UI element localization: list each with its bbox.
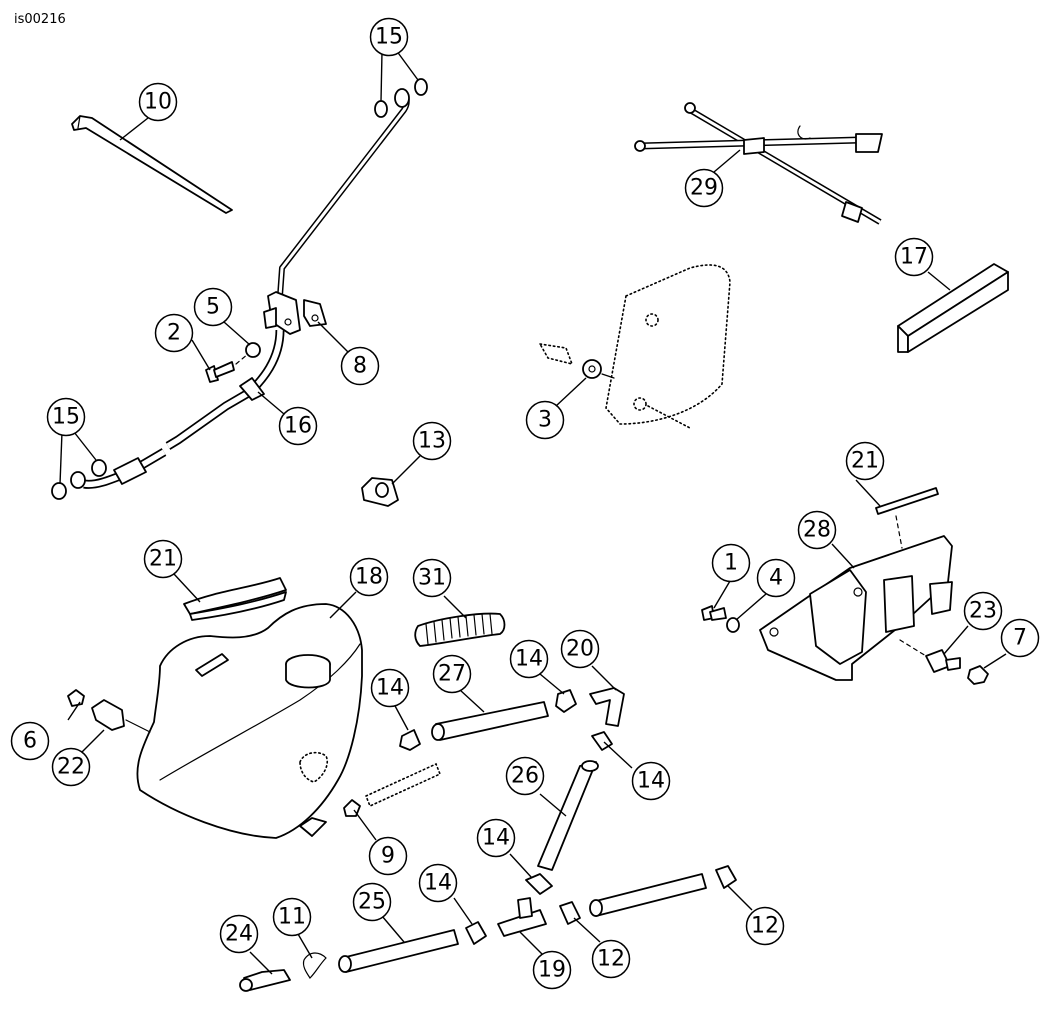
callout-label: 15 bbox=[375, 25, 403, 50]
callout-label: 17 bbox=[900, 245, 928, 270]
callout-label: 25 bbox=[358, 890, 386, 915]
fuel-pipe-assembly bbox=[51, 78, 428, 500]
callout-label: 14 bbox=[515, 647, 543, 672]
callout-label: 16 bbox=[284, 414, 312, 439]
callout-label: 8 bbox=[353, 354, 367, 379]
lower-hose-assembly bbox=[239, 865, 737, 992]
panel-outline-part bbox=[538, 264, 731, 429]
clip-part bbox=[361, 477, 399, 507]
callout-label: 21 bbox=[149, 547, 177, 572]
callout-label: 12 bbox=[751, 914, 779, 939]
callout-label: 11 bbox=[278, 905, 306, 930]
callout-label: 6 bbox=[23, 729, 37, 754]
callout-label: 26 bbox=[511, 764, 539, 789]
callout-label: 22 bbox=[57, 755, 85, 780]
callout-label: 1 bbox=[724, 551, 738, 576]
callout-label: 10 bbox=[144, 90, 172, 115]
callout-label: 14 bbox=[424, 871, 452, 896]
mounting-bracket-assembly bbox=[701, 487, 989, 685]
callout-label: 24 bbox=[225, 922, 253, 947]
callout-label: 20 bbox=[566, 637, 594, 662]
figure-id: is00216 bbox=[14, 12, 66, 27]
callout-label: 29 bbox=[690, 176, 718, 201]
callout-label: 14 bbox=[637, 769, 665, 794]
callout-label: 15 bbox=[52, 405, 80, 430]
callout-label: 4 bbox=[769, 566, 783, 591]
callout-label: 7 bbox=[1013, 626, 1027, 651]
callout-label: 31 bbox=[418, 566, 446, 591]
callout-label: 21 bbox=[851, 449, 879, 474]
cable-tie-part bbox=[71, 115, 233, 214]
callout-label: 5 bbox=[206, 295, 220, 320]
leader-lines bbox=[59, 49, 1007, 975]
callout-label: 14 bbox=[482, 826, 510, 851]
callout-label: 18 bbox=[355, 565, 383, 590]
foam-block-part bbox=[897, 263, 1009, 353]
callout-label: 14 bbox=[376, 676, 404, 701]
callout-label: 12 bbox=[597, 947, 625, 972]
callout-group: 15 10 29 17 5 2 8 16 15 3 13 21 28 1 4 2… bbox=[10, 17, 1040, 990]
throttle-cable-assembly bbox=[634, 102, 883, 225]
callout-label: 2 bbox=[167, 321, 181, 346]
reservoir-tank-assembly bbox=[67, 577, 442, 839]
callout-label: 3 bbox=[538, 408, 552, 433]
callout-label: 9 bbox=[381, 844, 395, 869]
callout-label: 27 bbox=[438, 662, 466, 687]
callout-label: 28 bbox=[803, 518, 831, 543]
callout-label: 13 bbox=[418, 429, 446, 454]
callout-label: 19 bbox=[538, 958, 566, 983]
callout-label: 23 bbox=[969, 599, 997, 624]
